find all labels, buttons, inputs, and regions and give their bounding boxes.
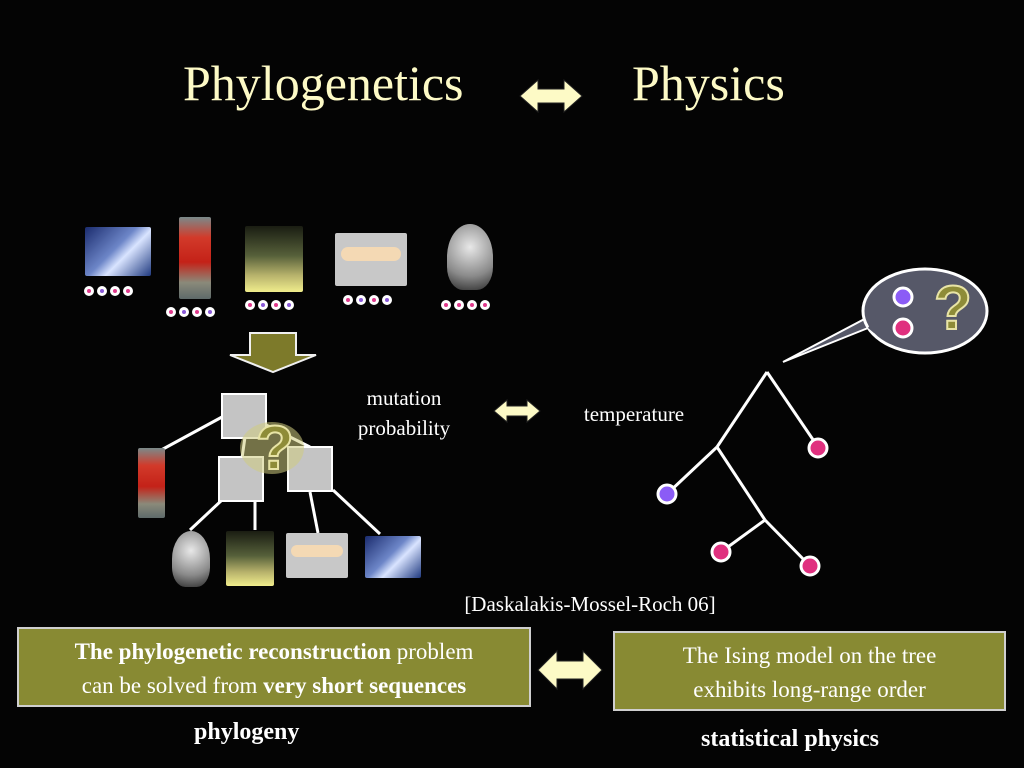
bubble-question-mark-icon: ? xyxy=(933,274,973,343)
dinosaur-skeleton-image-icon xyxy=(245,226,303,292)
skull-leaf-image-icon xyxy=(172,531,210,587)
mutation-label-line2: probability xyxy=(357,416,451,440)
title-physics: Physics xyxy=(632,55,785,111)
jellyfish-image-icon xyxy=(85,227,151,276)
skull-image-icon xyxy=(447,224,493,290)
down-arrow-icon xyxy=(229,332,317,374)
phylogeny-result-box: The phylogenetic reconstruction problem … xyxy=(17,627,531,707)
statistical-physics-caption: statistical physics xyxy=(701,726,880,752)
right-box-line1: The Ising model on the tree xyxy=(682,643,937,668)
left-box-bold2: very short sequences xyxy=(263,673,467,698)
middle-double-arrow-icon xyxy=(493,398,541,424)
worm-image-icon xyxy=(335,233,407,286)
sequence-dots xyxy=(245,297,297,310)
mutation-label-line1: mutation xyxy=(366,386,442,410)
ising-tree-edges xyxy=(665,371,820,568)
physics-result-box: The Ising model on the tree exhibits lon… xyxy=(613,631,1006,711)
cardinal-leaf-image-icon xyxy=(138,448,165,518)
question-bubble-icon xyxy=(240,422,304,474)
bottom-double-arrow-icon xyxy=(537,649,603,691)
title-phylogenetics: Phylogenetics xyxy=(183,55,464,111)
left-box-text2: can be solved from xyxy=(81,673,264,698)
title-double-arrow-icon xyxy=(519,78,583,114)
left-box-text1: problem xyxy=(391,639,474,664)
speech-bubble xyxy=(782,267,989,363)
left-box-bold1: The phylogenetic reconstruction xyxy=(74,639,392,664)
jellyfish-leaf-image-icon xyxy=(365,536,421,578)
mutation-probability-label: mutation probability xyxy=(344,383,464,443)
right-box-line2: exhibits long-range order xyxy=(693,677,926,702)
worm-leaf-image-icon xyxy=(286,533,348,578)
sequence-dots xyxy=(441,297,493,310)
dinosaur-leaf-image-icon xyxy=(226,531,274,586)
phylogeny-caption: phylogeny xyxy=(194,719,300,745)
sequence-dots xyxy=(343,292,395,305)
sequence-dots xyxy=(166,304,218,317)
sequence-dots xyxy=(84,283,136,296)
tree-question-mark-icon: ? xyxy=(255,414,295,483)
temperature-label: temperature xyxy=(583,402,685,426)
citation: [Daskalakis-Mossel-Roch 06] xyxy=(464,592,716,616)
cardinal-image-icon xyxy=(179,217,211,299)
ising-tree-spins xyxy=(656,437,829,577)
